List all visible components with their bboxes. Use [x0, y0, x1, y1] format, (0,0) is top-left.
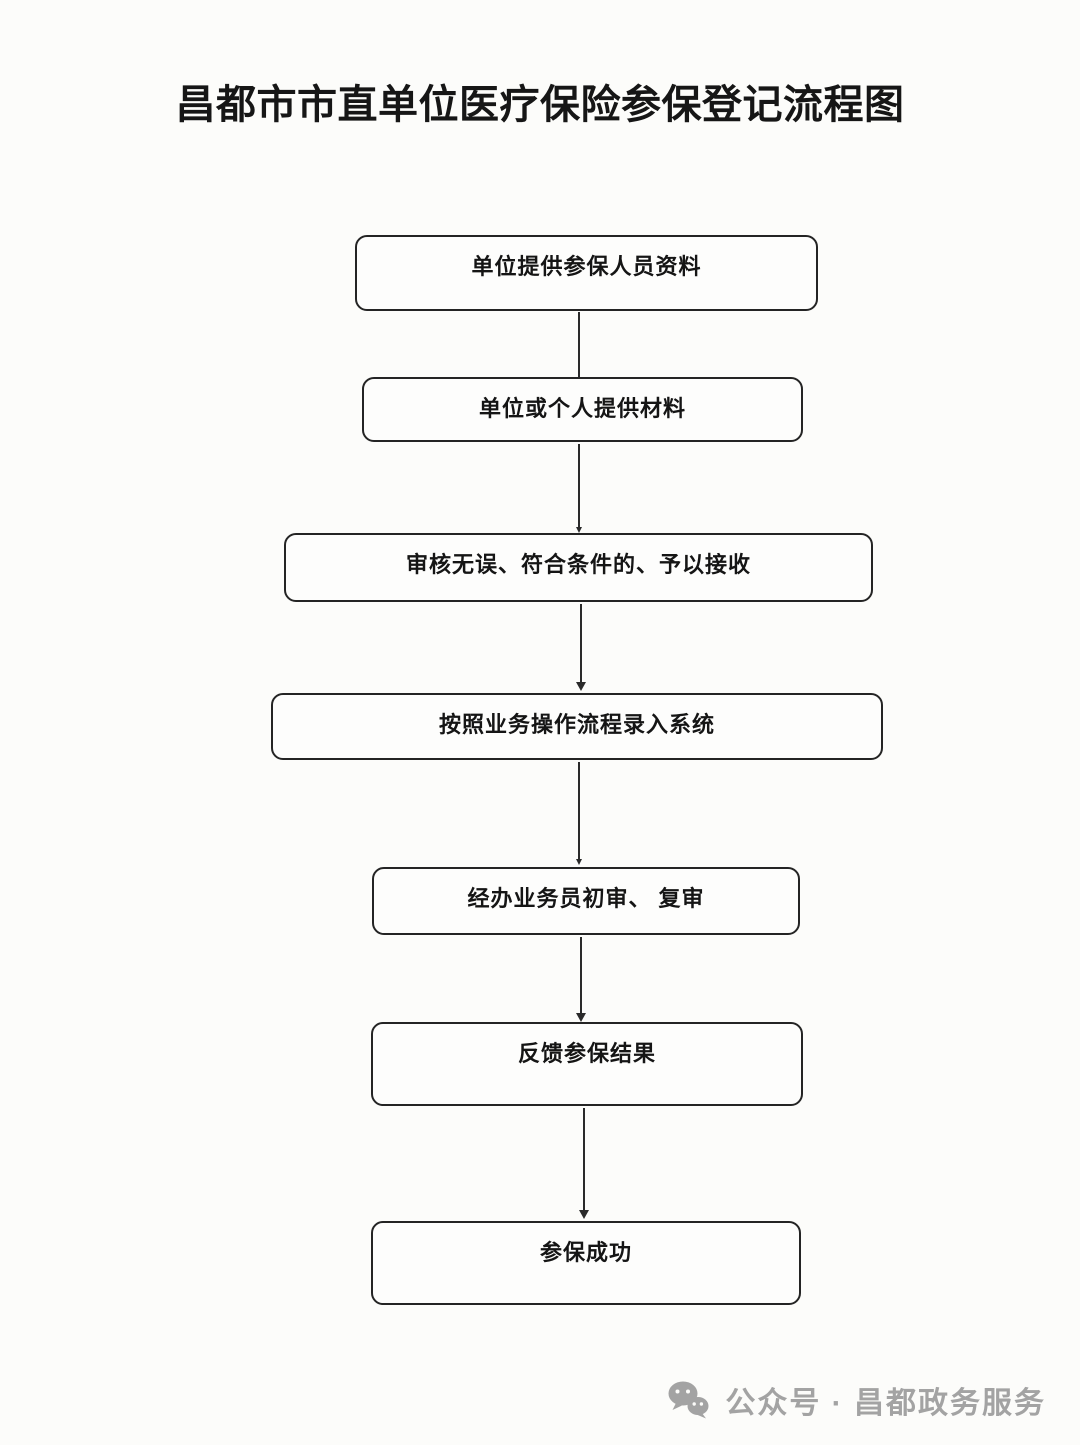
flow-step: 单位提供参保人员资料	[355, 235, 818, 311]
wechat-watermark: 公众号 · 昌都政务服务	[667, 1378, 1046, 1422]
flow-arrow	[576, 762, 582, 865]
flow-arrow	[576, 604, 586, 691]
flow-arrow	[578, 312, 580, 377]
flow-step: 反馈参保结果	[371, 1022, 803, 1106]
flow-step-label: 经办业务员初审、 复审	[467, 886, 705, 911]
flow-step: 参保成功	[371, 1221, 801, 1305]
watermark-label: 公众号 · 昌都政务服务	[725, 1387, 1046, 1420]
wechat-icon	[667, 1380, 711, 1420]
flow-arrow	[576, 937, 586, 1022]
flow-step-label: 按照业务操作流程录入系统	[438, 712, 715, 737]
flow-step: 按照业务操作流程录入系统	[271, 693, 883, 760]
flow-step: 单位或个人提供材料	[362, 377, 803, 442]
flow-step-label: 单位或个人提供材料	[478, 396, 686, 421]
flow-arrow	[579, 1108, 589, 1219]
flow-step-label: 审核无误、符合条件的、予以接收	[405, 552, 751, 577]
flow-arrow	[576, 444, 582, 533]
flow-step: 经办业务员初审、 复审	[372, 867, 800, 935]
flow-step-label: 单位提供参保人员资料	[471, 254, 702, 279]
flow-step-label: 反馈参保结果	[517, 1041, 656, 1066]
flow-step: 审核无误、符合条件的、予以接收	[284, 533, 873, 602]
flow-step-label: 参保成功	[539, 1240, 632, 1265]
page-title: 昌都市市直单位医疗保险参保登记流程图	[175, 82, 905, 127]
